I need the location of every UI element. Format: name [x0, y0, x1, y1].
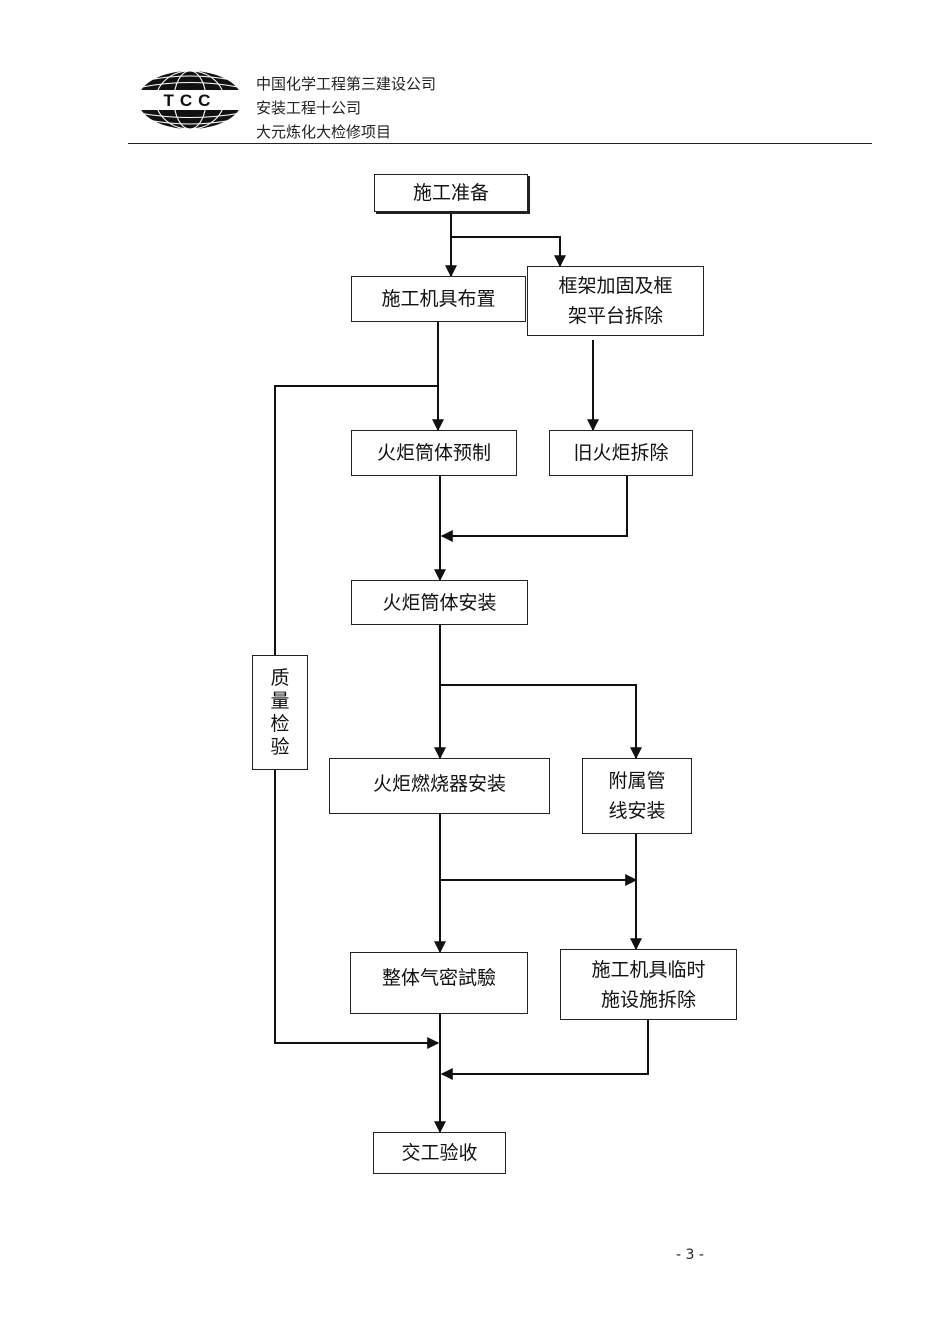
arrow-install-to-pipeline [440, 684, 642, 760]
arrow-prep-to-frame [451, 236, 566, 268]
node-pipeline-install: 附属管 线安装 [582, 758, 692, 834]
node-construction-prep: 施工准备 [374, 174, 528, 212]
node-frame-reinforce-removal: 框架加固及框 架平台拆除 [527, 266, 704, 336]
arrow-temp-removal-merge [440, 1020, 649, 1080]
node-quality-check: 质 量 检 验 [252, 655, 308, 770]
division-name: 安装工程十公司 [256, 99, 362, 117]
node-flare-install: 火炬筒体安装 [351, 580, 528, 625]
node-old-flare-removal: 旧火炬拆除 [549, 430, 693, 476]
node-temp-facility-removal: 施工机具临时 施设施拆除 [560, 949, 737, 1020]
project-name: 大元炼化大检修项目 [256, 123, 392, 141]
node-machinery-layout: 施工机具布置 [351, 276, 526, 322]
header-divider [128, 143, 872, 144]
node-handover: 交工验收 [373, 1132, 506, 1174]
company-name: 中国化学工程第三建设公司 [256, 75, 437, 93]
node-burner-install: 火炬燃烧器安装 [329, 758, 550, 814]
page-number: - 3 - [676, 1247, 704, 1263]
tcc-logo: TCC [136, 70, 244, 130]
node-gas-test: 整体气密試驗 [350, 952, 528, 1014]
node-flare-prefab: 火炬筒体预制 [351, 430, 517, 476]
svg-text:TCC: TCC [164, 91, 217, 110]
arrow-removal-merge [440, 476, 628, 542]
company-header: 中国化学工程第三建设公司 安装工程十公司 大元炼化大检修项目 [256, 72, 436, 144]
